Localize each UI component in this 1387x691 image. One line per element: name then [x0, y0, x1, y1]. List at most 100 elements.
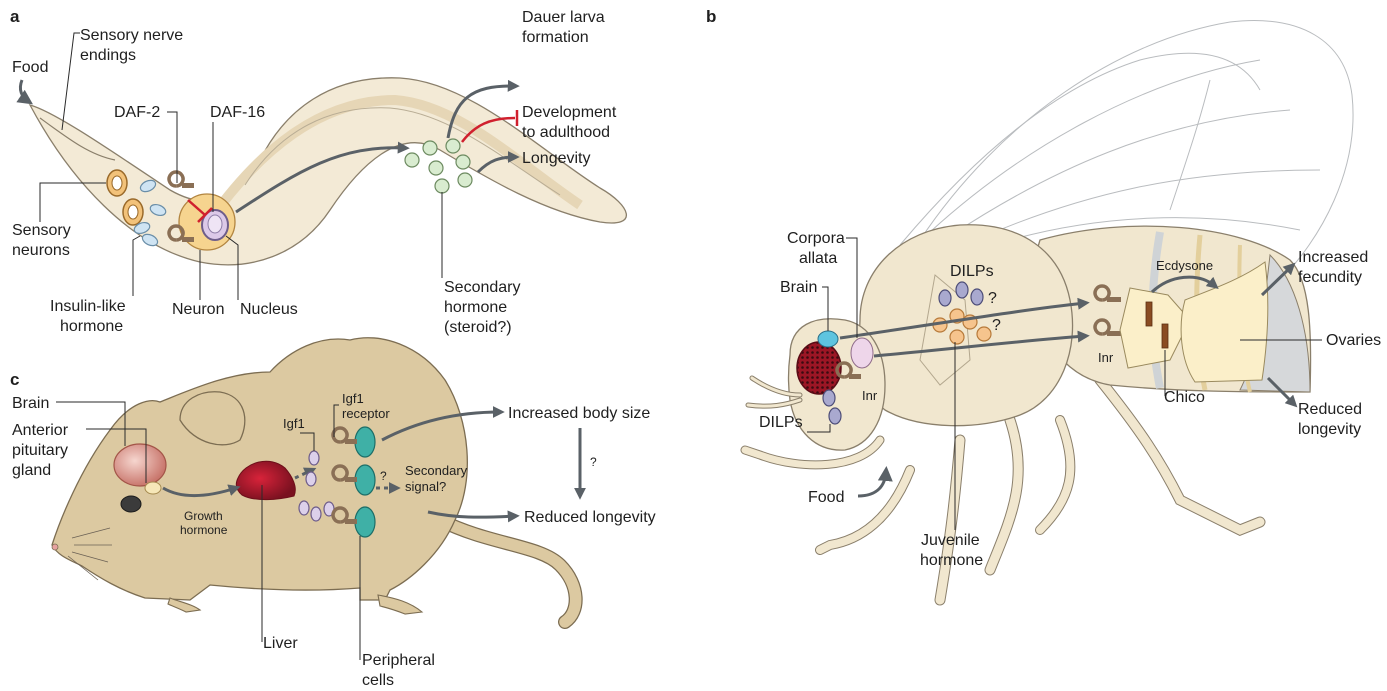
- mouse-brain: [114, 444, 166, 486]
- growth-hormone-label-2: hormone: [180, 523, 228, 537]
- secondary-signal-question: ?: [380, 469, 387, 483]
- secondary-hormone-6: [435, 179, 449, 193]
- fly-ecdysone-label: Ecdysone: [1156, 258, 1213, 273]
- mouse-diagram: Brain Anterior pituitary gland Igf1 Igf1…: [12, 338, 656, 689]
- panel-label-a: a: [10, 7, 20, 26]
- insulin-like-hormone-label-1: Insulin-like: [50, 298, 126, 315]
- fly-dilp-thorax-1: [939, 290, 951, 306]
- secondary-hormone-label-2: hormone: [444, 299, 507, 316]
- igf1-receptor-label-1: Igf1: [342, 391, 364, 406]
- fly-wing-1-vein-1: [930, 60, 1260, 232]
- sensory-nerve-endings-label-1: Sensory nerve: [80, 27, 183, 44]
- sensory-neurons-label-2: neurons: [12, 242, 70, 259]
- fly-brain-label: Brain: [780, 279, 817, 296]
- fly-leg-2: [820, 470, 910, 550]
- secondary-hormone-5: [429, 161, 443, 175]
- igf1-3: [299, 501, 309, 515]
- fly-corpora-allata: [851, 338, 873, 368]
- daf2-receptor-upper-stem: [182, 183, 194, 188]
- daf2-receptor-lower-stem: [182, 237, 194, 242]
- igf1-2: [306, 472, 316, 486]
- worm-food-label: Food: [12, 59, 48, 76]
- daf2-receptor-upper: [169, 172, 183, 186]
- development-label-1: Development: [522, 104, 617, 121]
- fly-leg-2-fill: [820, 470, 910, 550]
- peripheral-cells-label-2: cells: [362, 672, 394, 689]
- insulin-like-hormone-label-2: hormone: [60, 318, 123, 335]
- fly-dilp-head-1: [823, 390, 835, 406]
- fly-juvenile-hormone-4: [950, 330, 964, 344]
- secondary-hormone-label-1: Secondary: [444, 279, 521, 296]
- panel-label-b: b: [706, 7, 716, 26]
- daf2-label: DAF-2: [114, 104, 160, 121]
- fly-inr-head-stem: [849, 374, 861, 379]
- neuron-label: Neuron: [172, 301, 224, 318]
- igf1-receptor-label-2: receptor: [342, 406, 390, 421]
- peripheral-cell-1: [355, 427, 375, 457]
- development-label-2: to adulthood: [522, 124, 610, 141]
- igf1-label: Igf1: [283, 416, 305, 431]
- sensory-nerve-endings-leader: [62, 33, 80, 130]
- fly-dilps-bottom-label: DILPs: [759, 414, 803, 431]
- fly-increased-fecundity-label-1: Increased: [1298, 249, 1368, 266]
- secondary-hormone-7: [458, 173, 472, 187]
- fly-chico-label: Chico: [1164, 389, 1205, 406]
- anterior-pituitary-label-1: Anterior: [12, 422, 69, 439]
- igf1-receptor-3-stem: [345, 519, 357, 524]
- fly-dilp-thorax-3: [971, 289, 983, 305]
- fly-increased-fecundity-label-2: fecundity: [1298, 269, 1362, 286]
- mouse-tail: [440, 520, 576, 622]
- mouse-hind-foot: [378, 595, 422, 614]
- anterior-pituitary-label-3: gland: [12, 462, 51, 479]
- sensory-nerve-endings-label-2: endings: [80, 47, 136, 64]
- nucleus-label: Nucleus: [240, 301, 298, 318]
- daf16-label: DAF-16: [210, 104, 265, 121]
- sensory-neuron-1-core: [112, 176, 122, 190]
- panel-label-c: c: [10, 370, 19, 389]
- fly-question-1: ?: [988, 290, 997, 307]
- fly-reduced-longevity-label-1: Reduced: [1298, 401, 1362, 418]
- fly-dilp-thorax-2: [956, 282, 968, 298]
- fly-dilp-head-2: [829, 408, 841, 424]
- secondary-hormone-label-3: (steroid?): [444, 319, 512, 336]
- secondary-hormone-4: [456, 155, 470, 169]
- fly-inr-abdomen-1-stem: [1107, 297, 1121, 302]
- igf1-4: [311, 507, 321, 521]
- increased-body-size-label: Increased body size: [508, 405, 650, 422]
- peripheral-cell-2: [355, 465, 375, 495]
- mouse-brain-label: Brain: [12, 395, 49, 412]
- fly-chico-1: [1146, 302, 1152, 326]
- fly-inr-head-label: Inr: [862, 388, 878, 403]
- food-arrow: [20, 80, 28, 101]
- secondary-signal-label-1: Secondary: [405, 463, 468, 478]
- growth-hormone-label-1: Growth: [184, 509, 223, 523]
- fly-wing-2-vein: [1170, 80, 1210, 210]
- fly-juvenile-hormone-5: [977, 327, 991, 341]
- fly-reduced-longevity-label-2: longevity: [1298, 421, 1361, 438]
- anterior-pituitary: [145, 482, 161, 494]
- fly-ovaries-label: Ovaries: [1326, 332, 1381, 349]
- mouse-eye: [121, 496, 141, 512]
- fly-corpora-allata-label-2: allata: [799, 250, 837, 267]
- insulin-like-hormone-leader: [133, 236, 140, 296]
- fly-corpora-allata-label-1: Corpora: [787, 230, 845, 247]
- fly-juvenile-hormone-label-2: hormone: [920, 552, 983, 569]
- sensory-neuron-2-core: [128, 205, 138, 219]
- igf1-1: [309, 451, 319, 465]
- dauer-label-1: Dauer larva: [522, 9, 605, 26]
- secondary-hormone-2: [423, 141, 437, 155]
- fly-dilps-top-label: DILPs: [950, 263, 994, 280]
- fly-inr-abdomen-label: Inr: [1098, 350, 1114, 365]
- sensory-neurons-label-1: Sensory: [12, 222, 71, 239]
- secondary-hormone-3: [446, 139, 460, 153]
- worm-diagram: Food Sensory nerve endings DAF-2 DAF-16 …: [12, 9, 626, 336]
- fly-chico-2: [1162, 324, 1168, 348]
- fly-brain: [818, 331, 838, 347]
- fly-inr-abdomen-2-stem: [1107, 331, 1121, 336]
- fly-eye: [797, 342, 841, 394]
- fly-food-arrow: [858, 472, 886, 496]
- mouse-nose: [52, 544, 58, 550]
- liver-label: Liver: [263, 635, 298, 652]
- peripheral-cells-label-1: Peripheral: [362, 652, 435, 669]
